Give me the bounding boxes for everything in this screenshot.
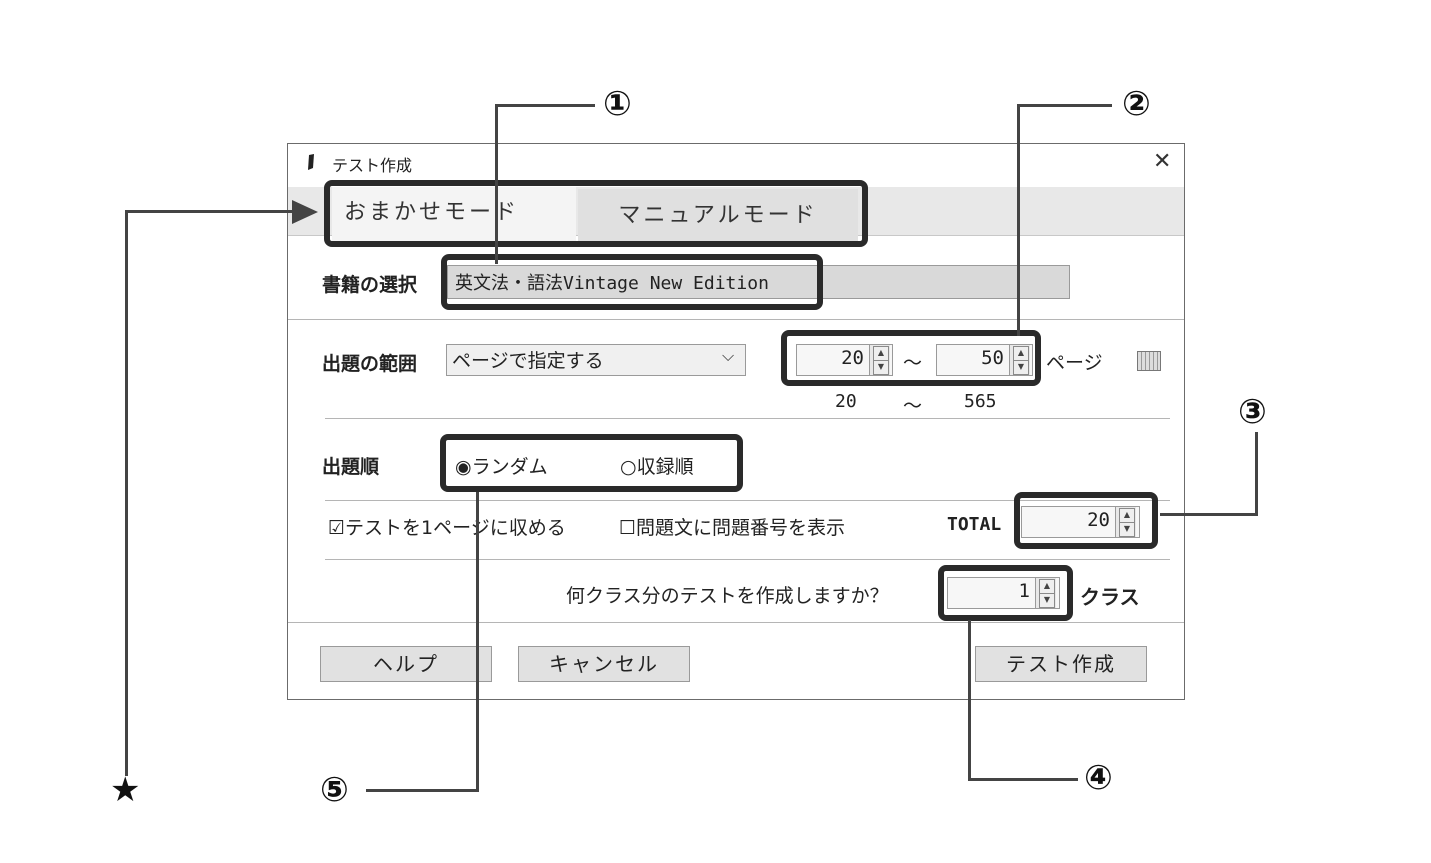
spin-up-icon[interactable]: ▲: [873, 346, 889, 361]
callout-number-5: ⑤: [320, 770, 349, 810]
divider: [325, 500, 1170, 501]
close-icon[interactable]: ✕: [1153, 149, 1172, 174]
radio-recorded-label: 収録順: [636, 456, 694, 478]
star-icon: ★: [110, 770, 141, 810]
leader-line-star: [125, 210, 128, 776]
range-max: 565: [964, 391, 997, 412]
order-label: 出題順: [322, 456, 380, 478]
checkbox-fit-label: テストを1ページに収める: [345, 517, 566, 539]
callout-box-book: [441, 254, 823, 310]
spin-down-icon[interactable]: ▼: [1039, 593, 1055, 608]
leader-line-3: [1160, 513, 1258, 516]
window-title: テスト作成: [332, 156, 413, 175]
checkbox-numbers-label: 問題文に問題番号を表示: [636, 517, 846, 539]
tab-manual-mode[interactable]: マニュアルモード: [578, 189, 858, 241]
leader-line-star: [125, 210, 295, 213]
range-label: 出題の範囲: [322, 353, 418, 375]
spin-down-icon[interactable]: ▼: [1013, 360, 1029, 375]
callout-box-classes: [938, 565, 1073, 621]
leader-line-3: [1255, 432, 1258, 516]
range-mode-select[interactable]: [446, 344, 746, 376]
radio-random-label: ランダム: [471, 456, 548, 478]
chevron-down-icon[interactable]: ⌵: [722, 346, 735, 365]
leader-line-1: [495, 104, 498, 264]
range-from-spin[interactable]: ▲▼: [869, 345, 890, 375]
divider: [325, 418, 1170, 419]
divider: [288, 319, 1184, 320]
leader-line-5: [476, 492, 479, 792]
create-test-button[interactable]: テスト作成: [975, 646, 1147, 682]
leader-line-2: [1017, 104, 1112, 107]
spin-down-icon[interactable]: ▼: [1119, 522, 1135, 537]
book-value: 英文法・語法Vintage New Edition: [455, 273, 769, 294]
book-label: 書籍の選択: [322, 274, 418, 296]
radio-unchecked-icon[interactable]: ○: [620, 456, 637, 478]
callout-box-total: [1014, 492, 1158, 549]
callout-box-range: [781, 330, 1041, 386]
leader-line-1: [495, 104, 595, 107]
range-from-value: 20: [841, 347, 864, 369]
checkbox-checked-icon[interactable]: ☑: [328, 517, 346, 539]
range-to-spin[interactable]: ▲▼: [1009, 345, 1030, 375]
range-tilde: ～: [903, 352, 923, 374]
callout-number-2: ②: [1122, 84, 1151, 124]
arrow-right-icon: [292, 200, 318, 224]
classes-unit: クラス: [1080, 585, 1140, 609]
spin-down-icon[interactable]: ▼: [873, 360, 889, 375]
classes-spin[interactable]: ▲▼: [1035, 578, 1056, 608]
range-unit: ページ: [1046, 352, 1103, 374]
tab-omakase-mode[interactable]: おまかせモード: [332, 187, 576, 241]
range-min: 20: [835, 391, 857, 412]
calendar-icon[interactable]: [1137, 351, 1161, 371]
radio-checked-icon[interactable]: ◉: [455, 456, 472, 478]
checkbox-unchecked-icon[interactable]: ☐: [619, 517, 637, 539]
total-label: TOTAL: [947, 514, 1002, 535]
leader-line-4: [968, 620, 971, 780]
total-value: 20: [1087, 509, 1110, 531]
classes-value: 1: [1018, 580, 1030, 602]
classes-prompt: 何クラス分のテストを作成しますか？: [566, 585, 889, 607]
callout-number-3: ③: [1238, 392, 1267, 432]
radio-recorded-order[interactable]: ○収録順: [620, 452, 694, 479]
leader-line-5: [366, 789, 479, 792]
app-icon: [308, 154, 314, 170]
cancel-button[interactable]: キャンセル: [518, 646, 690, 682]
callout-box-tabs: [324, 180, 868, 247]
checkbox-show-numbers[interactable]: ☐問題文に問題番号を表示: [619, 513, 845, 540]
radio-random[interactable]: ◉ランダム: [455, 452, 548, 479]
range-hint-tilde: ～: [903, 395, 923, 417]
callout-number-1: ①: [603, 84, 632, 124]
help-button[interactable]: ヘルプ: [320, 646, 492, 682]
total-spin[interactable]: ▲▼: [1115, 507, 1136, 537]
divider: [288, 622, 1184, 623]
range-mode-value: ページで指定する: [452, 350, 604, 372]
range-to-value: 50: [981, 347, 1004, 369]
callout-number-4: ④: [1084, 758, 1113, 798]
checkbox-fit-one-page[interactable]: ☑テストを1ページに収める: [328, 513, 566, 540]
divider: [325, 559, 1170, 560]
leader-line-4: [968, 778, 1078, 781]
book-field[interactable]: [447, 265, 1070, 299]
callout-box-order: [440, 434, 743, 492]
leader-line-2: [1017, 104, 1020, 336]
